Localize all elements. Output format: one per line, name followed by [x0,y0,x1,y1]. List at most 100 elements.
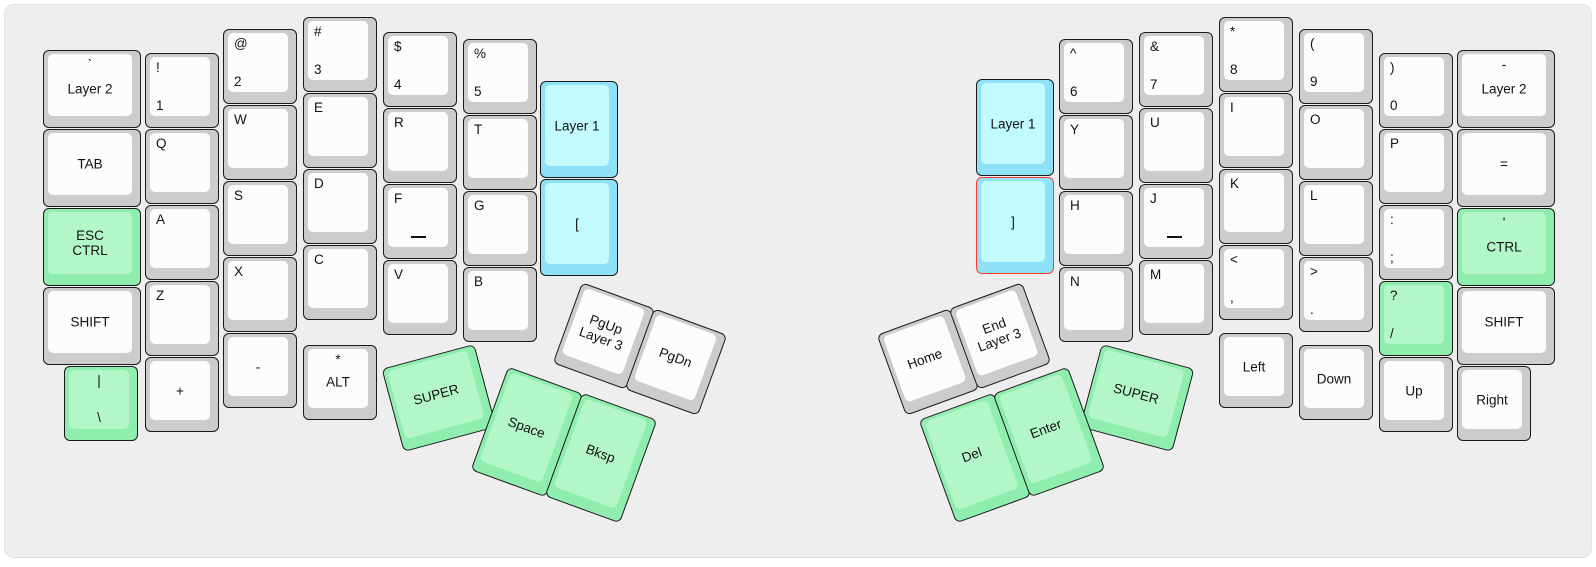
key-l-r3-c5[interactable]: F [383,184,457,259]
keycap-surface: SHIFT [48,291,132,353]
key-l-r2-c5[interactable]: R [383,108,457,183]
key-l-r2-c6[interactable]: T [463,115,537,190]
keycap-surface: )0 [1384,57,1444,116]
key-r-r5-c3[interactable]: Left [1219,333,1293,408]
key-l-r5-c3[interactable]: - [223,333,297,408]
key-l-r2-c1[interactable]: TAB [43,129,141,207]
keycap-surface: V [388,264,448,323]
key-r-r2-c4[interactable]: O [1299,105,1373,180]
key-l-r4-c2[interactable]: Z [145,281,219,356]
key-r-r5-c5[interactable]: Up [1379,357,1453,432]
key-r-r4-c5[interactable]: ?/ [1379,281,1453,356]
keycap-surface: Z [150,285,210,344]
key-legend-primary: , [1230,290,1234,305]
key-r-r2-c3[interactable]: I [1219,93,1293,168]
key-legend-secondary: | [97,373,101,388]
key-r-r1-c1[interactable]: ^6 [1059,39,1133,114]
key-r-r3-c5[interactable]: :; [1379,205,1453,280]
key-l-r1-c4[interactable]: #3 [303,17,377,92]
key-l-r5-c2[interactable]: + [145,357,219,432]
key-r-r1-c0[interactable]: Layer 1 [976,79,1054,176]
key-legend-primary: = [1500,156,1508,172]
keycap-surface: SUPER [387,350,485,440]
key-r-r1-c4[interactable]: (9 [1299,29,1373,104]
key-r-r2-c6[interactable]: = [1457,129,1555,207]
key-r-r1-c2[interactable]: &7 [1139,32,1213,107]
keycap-surface: Home [882,315,967,403]
key-l-r4-c5[interactable]: V [383,260,457,335]
key-l-r2-c3[interactable]: W [223,105,297,180]
key-legend-secondary: ( [1310,36,1315,51]
key-r-r1-c5[interactable]: )0 [1379,53,1453,128]
key-r-r4-c4[interactable]: >. [1299,257,1373,332]
key-r-r3-c1[interactable]: H [1059,191,1133,266]
key-l-r4-c1[interactable]: SHIFT [43,287,141,365]
key-legend-primary: N [1070,274,1080,289]
key-legend-primary: Up [1405,383,1423,398]
key-r-r5-c6[interactable]: Right [1457,366,1531,441]
key-legend-secondary: ^ [1070,46,1077,61]
key-r-th-super[interactable]: SUPER [1079,344,1195,452]
key-r-r4-c1[interactable]: N [1059,267,1133,342]
homing-bar-icon [411,236,426,238]
key-l-th-super[interactable]: SUPER [381,344,497,452]
key-r-r4-c6[interactable]: SHIFT [1457,287,1555,365]
key-legend-primary: W [234,112,247,127]
key-r-r4-c3[interactable]: <, [1219,245,1293,320]
key-r-r2-c2[interactable]: U [1139,108,1213,183]
key-l-r4-c4[interactable]: C [303,245,377,320]
key-r-r3-c6[interactable]: 'CTRL [1457,208,1555,286]
keycap-surface: $4 [388,36,448,95]
key-legend-primary: SHIFT [70,314,110,330]
key-l-r3-c6[interactable]: G [463,191,537,266]
key-r-r2-c5[interactable]: P [1379,129,1453,204]
key-l-r5-c4[interactable]: *ALT [303,345,377,420]
key-legend-primary: ESC CTRL [72,228,108,258]
key-r-r3-c2[interactable]: J [1139,184,1213,259]
key-legend-primary: Q [156,136,167,151]
key-l-r1-c6[interactable]: %5 [463,39,537,114]
key-l-r2-c2[interactable]: Q [145,129,219,204]
keycap-surface: D [308,173,368,232]
key-l-r4-c3[interactable]: X [223,257,297,332]
key-legend-primary: B [474,274,484,289]
key-l-r3-c3[interactable]: S [223,181,297,256]
key-legend-primary: E [314,100,324,115]
keycap-surface: M [1144,264,1204,323]
key-legend-primary: L [1310,188,1318,203]
key-legend-primary: TAB [77,156,103,172]
key-l-r5-c1[interactable]: |\ [64,366,138,441]
key-r-r3-c4[interactable]: L [1299,181,1373,256]
key-legend-primary: R [394,115,404,130]
key-legend-primary: SUPER [411,381,461,408]
key-l-r1-c7[interactable]: Layer 1 [540,81,618,178]
key-r-r1-c6[interactable]: -Layer 2 [1457,50,1555,128]
keycap-surface: H [1064,195,1124,254]
key-l-r2-c4[interactable]: E [303,93,377,168]
key-legend-primary: Y [1070,122,1080,137]
key-l-r3-c2[interactable]: A [145,205,219,280]
key-r-r1-c3[interactable]: *8 [1219,17,1293,92]
key-l-r4-c6[interactable]: B [463,267,537,342]
key-l-r3-c1[interactable]: ESC CTRL [43,208,141,286]
key-r-r2-c1[interactable]: Y [1059,115,1133,190]
keycap-surface: %5 [468,43,528,102]
homing-bar-icon [1167,236,1182,238]
key-legend-primary: Layer 2 [67,81,113,97]
key-l-r2-c7[interactable]: [ [540,179,618,276]
key-r-r3-c3[interactable]: K [1219,169,1293,244]
key-l-r3-c4[interactable]: D [303,169,377,244]
key-legend-primary: \ [97,410,101,425]
key-l-r1-c2[interactable]: !1 [145,53,219,128]
key-r-r4-c2[interactable]: M [1139,260,1213,335]
keycap-surface: Down [1304,349,1364,408]
key-l-r1-c3[interactable]: @2 [223,29,297,104]
key-legend-primary: 2 [234,74,242,89]
key-r-r5-c4[interactable]: Down [1299,345,1373,420]
keycap-surface: L [1304,185,1364,244]
key-l-r1-c5[interactable]: $4 [383,32,457,107]
key-r-r2-c0[interactable]: ] [976,177,1054,274]
key-legend-primary: S [234,188,244,203]
key-l-r1-c1[interactable]: `Layer 2 [43,50,141,128]
